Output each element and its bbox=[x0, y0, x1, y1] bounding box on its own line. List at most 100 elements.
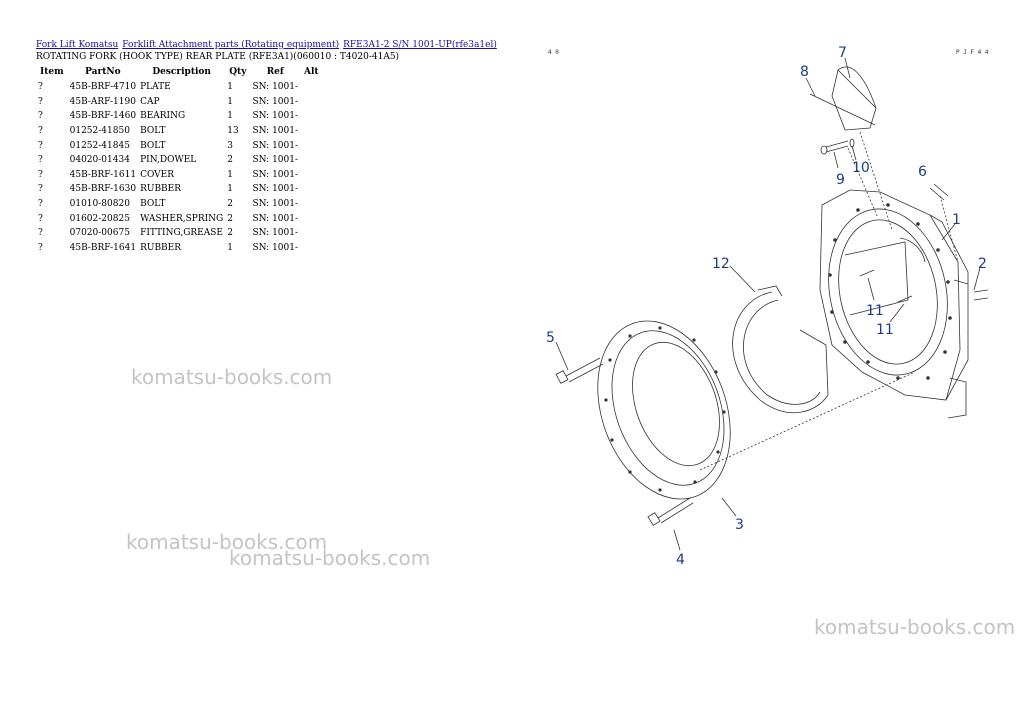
cell-alt bbox=[300, 241, 323, 256]
cell-description: PIN,DOWEL bbox=[140, 155, 197, 166]
cell-qty: 2 bbox=[227, 213, 233, 224]
callout-label-4: 4 bbox=[676, 552, 685, 568]
cell-item: ? bbox=[38, 155, 43, 166]
cell-description: PLATE bbox=[140, 82, 171, 93]
cell-partno: 45B-BRF-4710 bbox=[69, 82, 137, 93]
cell-partno: 45B-BRF-1611 bbox=[69, 169, 137, 180]
cell-partno: 01010-80820 bbox=[69, 199, 130, 210]
cell-item: ? bbox=[38, 184, 43, 195]
cell-qty: 2 bbox=[227, 155, 233, 166]
diagram-linework bbox=[555, 57, 989, 551]
cell-qty: 1 bbox=[227, 242, 233, 253]
callout-label-10: 10 bbox=[852, 160, 870, 176]
callout-label-6: 6 bbox=[918, 164, 927, 180]
cell-description: COVER bbox=[140, 169, 175, 180]
cell-item: ? bbox=[38, 169, 43, 180]
cell-item: ? bbox=[38, 111, 43, 122]
cell-description: BEARING bbox=[140, 111, 186, 122]
cell-item: ? bbox=[38, 242, 43, 253]
cell-item: ? bbox=[38, 213, 43, 224]
cell-description: FITTING,GREASE bbox=[140, 228, 223, 239]
cell-alt bbox=[300, 226, 323, 241]
cell-alt bbox=[300, 95, 323, 110]
cell-ref: SN: 1001- bbox=[252, 242, 299, 253]
cell-ref: SN: 1001- bbox=[252, 213, 299, 224]
cell-alt bbox=[300, 197, 323, 212]
cell-partno: 45B-BRF-1630 bbox=[69, 184, 137, 195]
callout-label-11: 11 bbox=[866, 303, 884, 319]
cell-qty: 1 bbox=[227, 184, 233, 195]
column-header-description: Description bbox=[152, 67, 211, 77]
cell-alt bbox=[300, 182, 323, 197]
cell-ref: SN: 1001- bbox=[252, 140, 299, 151]
cell-description: BOLT bbox=[140, 140, 166, 151]
cell-partno: 01252-41845 bbox=[69, 140, 130, 151]
callout-label-3: 3 bbox=[735, 517, 744, 533]
cell-ref: SN: 1001- bbox=[252, 169, 299, 180]
table-header-row: Item PartNo Description Qty Ref Alt bbox=[36, 66, 323, 80]
cell-item: ? bbox=[38, 82, 43, 93]
watermark: komatsu-books.com bbox=[229, 546, 431, 570]
callout-label-11: 11 bbox=[876, 322, 894, 338]
callout-label-12: 12 bbox=[712, 256, 730, 272]
callout-label-7: 7 bbox=[838, 45, 847, 61]
cell-partno: 45B-BRF-1641 bbox=[69, 242, 137, 253]
cell-ref: SN: 1001- bbox=[252, 111, 299, 122]
breadcrumb-link-fork-lift[interactable]: Fork Lift Komatsu bbox=[36, 40, 119, 50]
cell-partno: 45B-BRF-1460 bbox=[69, 111, 137, 122]
cell-description: BOLT bbox=[140, 199, 166, 210]
cell-description: BOLT bbox=[140, 126, 166, 137]
cell-alt bbox=[300, 153, 323, 168]
column-header-partno: PartNo bbox=[85, 67, 121, 77]
cell-partno: 01252-41850 bbox=[69, 126, 130, 137]
cell-alt bbox=[300, 211, 323, 226]
watermark: komatsu-books.com bbox=[131, 365, 333, 389]
cell-qty: 3 bbox=[227, 140, 233, 151]
cell-alt bbox=[300, 168, 323, 183]
cell-alt bbox=[300, 80, 323, 95]
cell-description: RUBBER bbox=[140, 184, 182, 195]
cell-item: ? bbox=[38, 228, 43, 239]
cell-qty: 1 bbox=[227, 111, 233, 122]
cell-alt bbox=[300, 109, 323, 124]
breadcrumb-link-attachment-parts[interactable]: Forklift Attachment parts (Rotating equi… bbox=[122, 40, 340, 50]
cell-partno: 01602-20825 bbox=[69, 213, 130, 224]
page-title: ROTATING FORK (HOOK TYPE) REAR PLATE (RF… bbox=[36, 52, 400, 62]
exploded-parts-diagram: 4 0 P J F 4 4 bbox=[546, 45, 989, 568]
callout-label-8: 8 bbox=[800, 64, 809, 80]
cell-item: ? bbox=[38, 199, 43, 210]
cell-ref: SN: 1001- bbox=[252, 184, 299, 195]
parts-table: Item PartNo Description Qty Ref Alt ?45B… bbox=[36, 66, 323, 255]
cell-qty: 2 bbox=[227, 228, 233, 239]
cell-qty: 1 bbox=[227, 169, 233, 180]
diagram-corner-code-right: P J F 4 4 bbox=[956, 49, 989, 56]
cell-ref: SN: 1001- bbox=[252, 228, 299, 239]
cell-item: ? bbox=[38, 126, 43, 137]
cell-qty: 1 bbox=[227, 82, 233, 93]
cell-alt bbox=[300, 138, 323, 153]
cell-ref: SN: 1001- bbox=[252, 96, 299, 107]
watermark: komatsu-books.com bbox=[126, 530, 328, 554]
column-header-alt: Alt bbox=[304, 67, 319, 77]
column-header-qty: Qty bbox=[229, 67, 247, 77]
cell-description: WASHER,SPRING bbox=[140, 213, 224, 224]
cell-ref: SN: 1001- bbox=[252, 199, 299, 210]
cell-ref: SN: 1001- bbox=[252, 126, 299, 137]
cell-item: ? bbox=[38, 96, 43, 107]
callout-label-1: 1 bbox=[952, 212, 961, 228]
callout-label-5: 5 bbox=[546, 330, 555, 346]
cell-partno: 04020-01434 bbox=[69, 155, 130, 166]
breadcrumb-link-model[interactable]: RFE3A1-2 S/N 1001-UP(rfe3a1el) bbox=[343, 40, 497, 50]
watermark: komatsu-books.com bbox=[814, 615, 1016, 639]
